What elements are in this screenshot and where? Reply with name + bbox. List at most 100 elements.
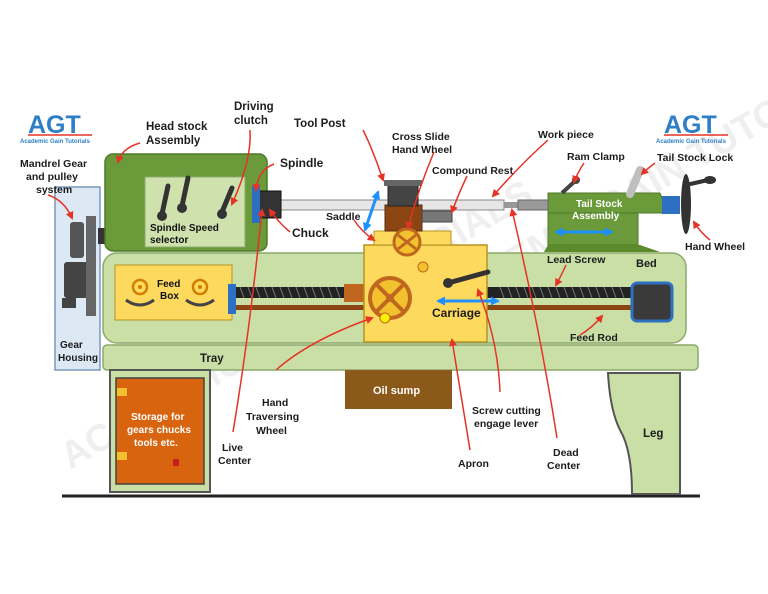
cross-slide-motion-arrow: [363, 190, 380, 232]
logo-right: AGT Academic Gain Tutorials: [656, 111, 728, 145]
hinge-bottom: [117, 452, 127, 460]
label-compound-rest: Compound Rest: [432, 165, 514, 177]
label-mandrel-3: system: [36, 184, 72, 196]
label-tail-stock-2: Assembly: [572, 211, 620, 222]
label-spindle-speed-1: Spindle Speed: [150, 223, 219, 234]
feed-box-dials: [125, 278, 215, 307]
ram-clamp: [560, 180, 576, 195]
label-leg: Leg: [643, 428, 663, 440]
leader-tail-stock-lock: [640, 162, 656, 176]
screw-bearing-left: [228, 284, 236, 314]
label-hand-trav-3: Wheel: [256, 425, 287, 437]
label-hand-wheel: Hand Wheel: [685, 241, 745, 253]
tail-stock-ram: [517, 199, 549, 211]
speed-levers: [157, 175, 235, 221]
leader-compound-rest: [450, 175, 468, 214]
logo-left: AGT Academic Gain Tutorials: [20, 111, 92, 145]
half-nut: [344, 284, 364, 302]
label-dead-1: Dead: [553, 447, 579, 459]
screw-cutting-lever: [443, 269, 491, 288]
label-live-2: Center: [218, 455, 251, 467]
label-screw-cut-2: engage lever: [474, 418, 538, 430]
leader-spindle: [252, 163, 275, 192]
label-apron: Apron: [458, 458, 489, 470]
label-tray: Tray: [200, 353, 224, 365]
label-driving-1: Driving: [234, 101, 274, 113]
leader-driving-clutch: [230, 129, 251, 206]
label-tool-post: Tool Post: [294, 118, 346, 130]
label-oil-sump: Oil sump: [373, 385, 420, 397]
leader-saddle: [353, 219, 376, 242]
leader-chuck: [268, 208, 291, 233]
gear-train: [62, 216, 108, 316]
storage-lock: [173, 459, 179, 466]
label-live-1: Live: [222, 442, 243, 454]
label-bed: Bed: [636, 258, 657, 270]
label-head-stock-2: Assembly: [146, 135, 201, 147]
label-hand-trav-1: Hand: [262, 397, 288, 409]
label-gear-2: Housing: [58, 353, 98, 364]
leader-hand-wheel: [692, 220, 711, 241]
leader-dead-center: [509, 208, 558, 439]
label-lead-screw: Lead Screw: [547, 254, 606, 266]
label-work-piece: Work piece: [538, 129, 594, 141]
leader-feed-rod: [579, 314, 604, 336]
tail-hand-wheel: [681, 174, 691, 234]
logo-caption: Academic Gain Tutorials: [20, 139, 91, 145]
label-mandrel-2: and pulley: [26, 171, 78, 183]
label-gear-1: Gear: [60, 340, 83, 351]
label-storage-3: tools etc.: [134, 438, 178, 449]
lead-screw-end-bearing: [630, 281, 674, 323]
label-driving-2: clutch: [234, 115, 268, 127]
label-mandrel-1: Mandrel Gear: [20, 158, 87, 170]
leader-work-piece: [491, 139, 549, 198]
compound-rest: [384, 204, 423, 232]
label-feed-rod: Feed Rod: [570, 332, 618, 344]
leader-screw-cutting: [476, 288, 501, 393]
hinge-top: [117, 388, 127, 396]
labels-outer: Head stock Assembly Driving clutch Tool …: [20, 101, 745, 472]
tail-stock-bearing: [662, 196, 680, 214]
oil-sump: [345, 370, 452, 409]
label-storage-2: gears chucks: [127, 425, 191, 436]
label-saddle: Saddle: [326, 211, 361, 223]
label-tail-stock-1: Tail Stock: [576, 199, 623, 210]
spindle-nose: [252, 186, 260, 223]
leader-live-center: [232, 208, 266, 433]
label-chuck: Chuck: [292, 226, 329, 240]
label-storage-1: Storage for: [131, 412, 184, 423]
label-feed: Feed: [157, 279, 180, 290]
label-ram-clamp: Ram Clamp: [567, 151, 625, 163]
leader-mandrel: [47, 194, 74, 220]
leader-cross-slide: [405, 151, 435, 230]
leader-ram-clamp: [572, 162, 585, 184]
label-cross-slide-1: Cross Slide: [392, 131, 450, 143]
leader-apron: [449, 338, 471, 451]
label-tail-stock-lock: Tail Stock Lock: [657, 152, 733, 164]
logo-caption-right: Academic Gain Tutorials: [656, 139, 727, 145]
leader-head-stock: [115, 142, 141, 164]
label-dead-2: Center: [547, 460, 580, 472]
dead-center-tip: [504, 202, 518, 208]
label-spindle-speed-2: selector: [150, 235, 188, 246]
tool-holder: [421, 210, 453, 223]
work-piece: [261, 199, 505, 211]
label-head-stock-1: Head stock: [146, 121, 208, 133]
lead-screw-threads: [239, 286, 625, 299]
tray: [102, 344, 699, 371]
label-screw-cut-1: Screw cutting: [472, 405, 541, 417]
label-box: Box: [160, 291, 179, 302]
leader-hand-traversing: [275, 316, 374, 371]
label-hand-trav-2: Traversing: [246, 411, 299, 423]
label-cross-slide-2: Hand Wheel: [392, 144, 452, 156]
storage-door: [115, 377, 205, 485]
tool-post-cap: [384, 180, 422, 186]
label-spindle: Spindle: [280, 156, 324, 170]
leader-lead-screw: [555, 264, 567, 287]
leader-tool-post: [362, 129, 385, 182]
tail-stock-lock-lever: [626, 166, 644, 198]
leg: [606, 372, 681, 495]
chuck: [256, 190, 282, 219]
